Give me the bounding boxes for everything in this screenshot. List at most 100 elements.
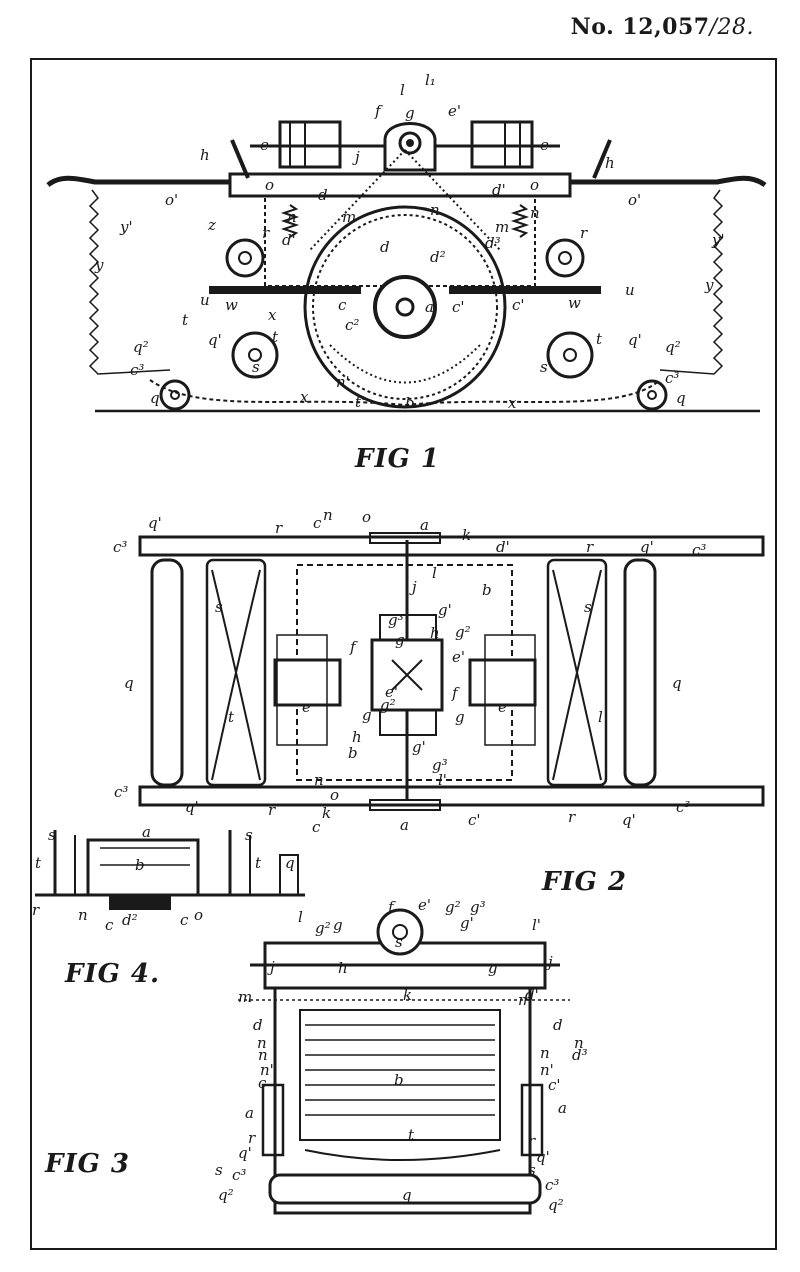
label-b-f4: b xyxy=(135,856,145,874)
label-s-f3-hub: s xyxy=(395,933,403,951)
label-w-left: w xyxy=(225,296,238,314)
label-r-f2-tl: r xyxy=(275,519,283,537)
label-o1-right: o' xyxy=(628,191,641,209)
label-k-f3: k xyxy=(403,986,412,1004)
label-r-f3-left: r xyxy=(248,1129,256,1147)
label-d1-left: d' xyxy=(282,231,296,249)
label-d-f3-left: d xyxy=(253,1016,263,1034)
label-m-f3-right: m xyxy=(518,991,532,1009)
label-g3-f2-top: g³ xyxy=(388,611,404,629)
label-a: a xyxy=(425,298,434,316)
fig4-caption: FIG 4. xyxy=(64,959,160,989)
label-c-f2-top: c xyxy=(313,514,322,532)
label-n-f3-right-top: n xyxy=(574,1034,584,1052)
label-m-left: m xyxy=(342,208,356,226)
fig2-caption: FIG 2 xyxy=(541,867,627,897)
label-y-right: y xyxy=(704,276,714,294)
label-a-f2-top: a xyxy=(420,516,429,534)
label-r-right: r xyxy=(580,224,588,242)
label-g-f2-top: g xyxy=(395,631,405,649)
label-c3-f2-tl: c³ xyxy=(113,538,127,556)
label-e-left: e xyxy=(260,136,269,154)
label-e1-f2: e' xyxy=(452,648,465,666)
label-d-center: d xyxy=(380,238,390,256)
label-g: g xyxy=(405,104,415,122)
label-n-f3-left: n xyxy=(257,1034,267,1052)
label-c: c xyxy=(338,296,347,314)
label-q1-f2-tr: q' xyxy=(640,538,654,556)
label-n-f4: n xyxy=(78,906,88,924)
label-d1-f2: d' xyxy=(496,538,510,556)
label-n-right: n xyxy=(530,204,540,222)
label-q1-f2-tl: q' xyxy=(148,514,162,532)
label-t-left: t xyxy=(182,311,189,329)
label-g-f2-low: g xyxy=(362,706,372,724)
fig4-drawing xyxy=(35,830,305,910)
label-r-f2-tr: r xyxy=(586,538,594,556)
label-g-f3-left: g xyxy=(333,916,343,934)
label-o-right: o xyxy=(530,176,539,194)
label-h-f2-top: h xyxy=(430,624,440,642)
label-l: l xyxy=(400,81,405,99)
label-c3-f2-bl: c³ xyxy=(114,783,128,801)
label-n-f3-left2: n xyxy=(258,1046,268,1064)
label-b-f3: b xyxy=(394,1071,404,1089)
label-b-f2-low: b xyxy=(348,744,358,762)
label-n-f2-top: n xyxy=(323,506,333,524)
label-g2-f2-low: g² xyxy=(380,696,396,714)
label-x-left: x xyxy=(300,388,309,406)
label-h-f2-low: h xyxy=(352,728,362,746)
label-q-f2-right: q xyxy=(672,674,682,692)
label-f-f2-left: f xyxy=(349,638,358,656)
label-t-right: t xyxy=(596,330,603,348)
label-s-right: s xyxy=(540,358,548,376)
label-d1-f3: d' xyxy=(525,986,539,1004)
label-n1: n' xyxy=(336,373,350,391)
fig2-labels: c³ q' r c n o a k d' r q' c³ j l b g³ g'… xyxy=(113,506,706,897)
label-h-left: h xyxy=(200,146,210,164)
label-n-f3-right: n xyxy=(540,1044,550,1062)
label-d-f3-right: d xyxy=(553,1016,563,1034)
label-k-f2-top: k xyxy=(462,526,471,544)
label-j-f2: j xyxy=(409,578,417,596)
label-d2-f4: d² xyxy=(122,911,138,929)
label-c3-right: c³ xyxy=(665,369,679,387)
label-e-right: e xyxy=(540,136,549,154)
fig3-caption: FIG 3 xyxy=(44,1149,130,1179)
label-c1-f2: c' xyxy=(468,811,481,829)
label-t-f4-right: t xyxy=(255,854,262,872)
label-g1-f2-top: g' xyxy=(438,601,452,619)
drawing-sheet-border xyxy=(30,58,777,1250)
label-t-f3: t xyxy=(408,1126,415,1144)
label-r-f2-bl: r xyxy=(268,801,276,819)
label-g-f2-low-right: g xyxy=(455,708,465,726)
label-t1: t' xyxy=(355,393,365,411)
label-c3-left: c³ xyxy=(130,361,144,379)
label-s-f3-right: s xyxy=(528,1161,536,1179)
label-f-f2-right: f xyxy=(451,684,460,702)
fig3-labels: l g² g f e' g² g³ g' l' j j h s g d' m m… xyxy=(44,896,588,1214)
label-g2-f3-left: g² xyxy=(315,919,331,937)
label-n-left: n xyxy=(287,208,297,226)
label-r-left: r xyxy=(262,224,270,242)
label-g3-f2-low: g³ xyxy=(432,756,448,774)
label-l-f2: l xyxy=(432,564,437,582)
label-b-f2-top: b xyxy=(482,581,492,599)
label-c3-f3-left: c³ xyxy=(232,1166,246,1184)
label-q1-f3-right: q' xyxy=(536,1148,550,1166)
label-s-f2-right: s xyxy=(584,598,592,616)
label-d1: d' xyxy=(492,181,506,199)
label-g-f3-right: g xyxy=(488,959,498,977)
label-q1-f2-bl: q' xyxy=(185,798,199,816)
label-w-right: w xyxy=(568,294,581,312)
label-l-f3: l xyxy=(298,908,303,926)
label-q1-f2-br: q' xyxy=(622,811,636,829)
label-o-f2-low: o xyxy=(330,786,339,804)
label-o-f4: o xyxy=(194,906,203,924)
label-q-f2-left: q xyxy=(124,674,134,692)
label-s-f3-left: s xyxy=(215,1161,223,1179)
label-n1-f3-right: n' xyxy=(540,1061,554,1079)
label-m-f3-left: m xyxy=(238,988,252,1006)
label-g1-f3: g' xyxy=(460,914,474,932)
